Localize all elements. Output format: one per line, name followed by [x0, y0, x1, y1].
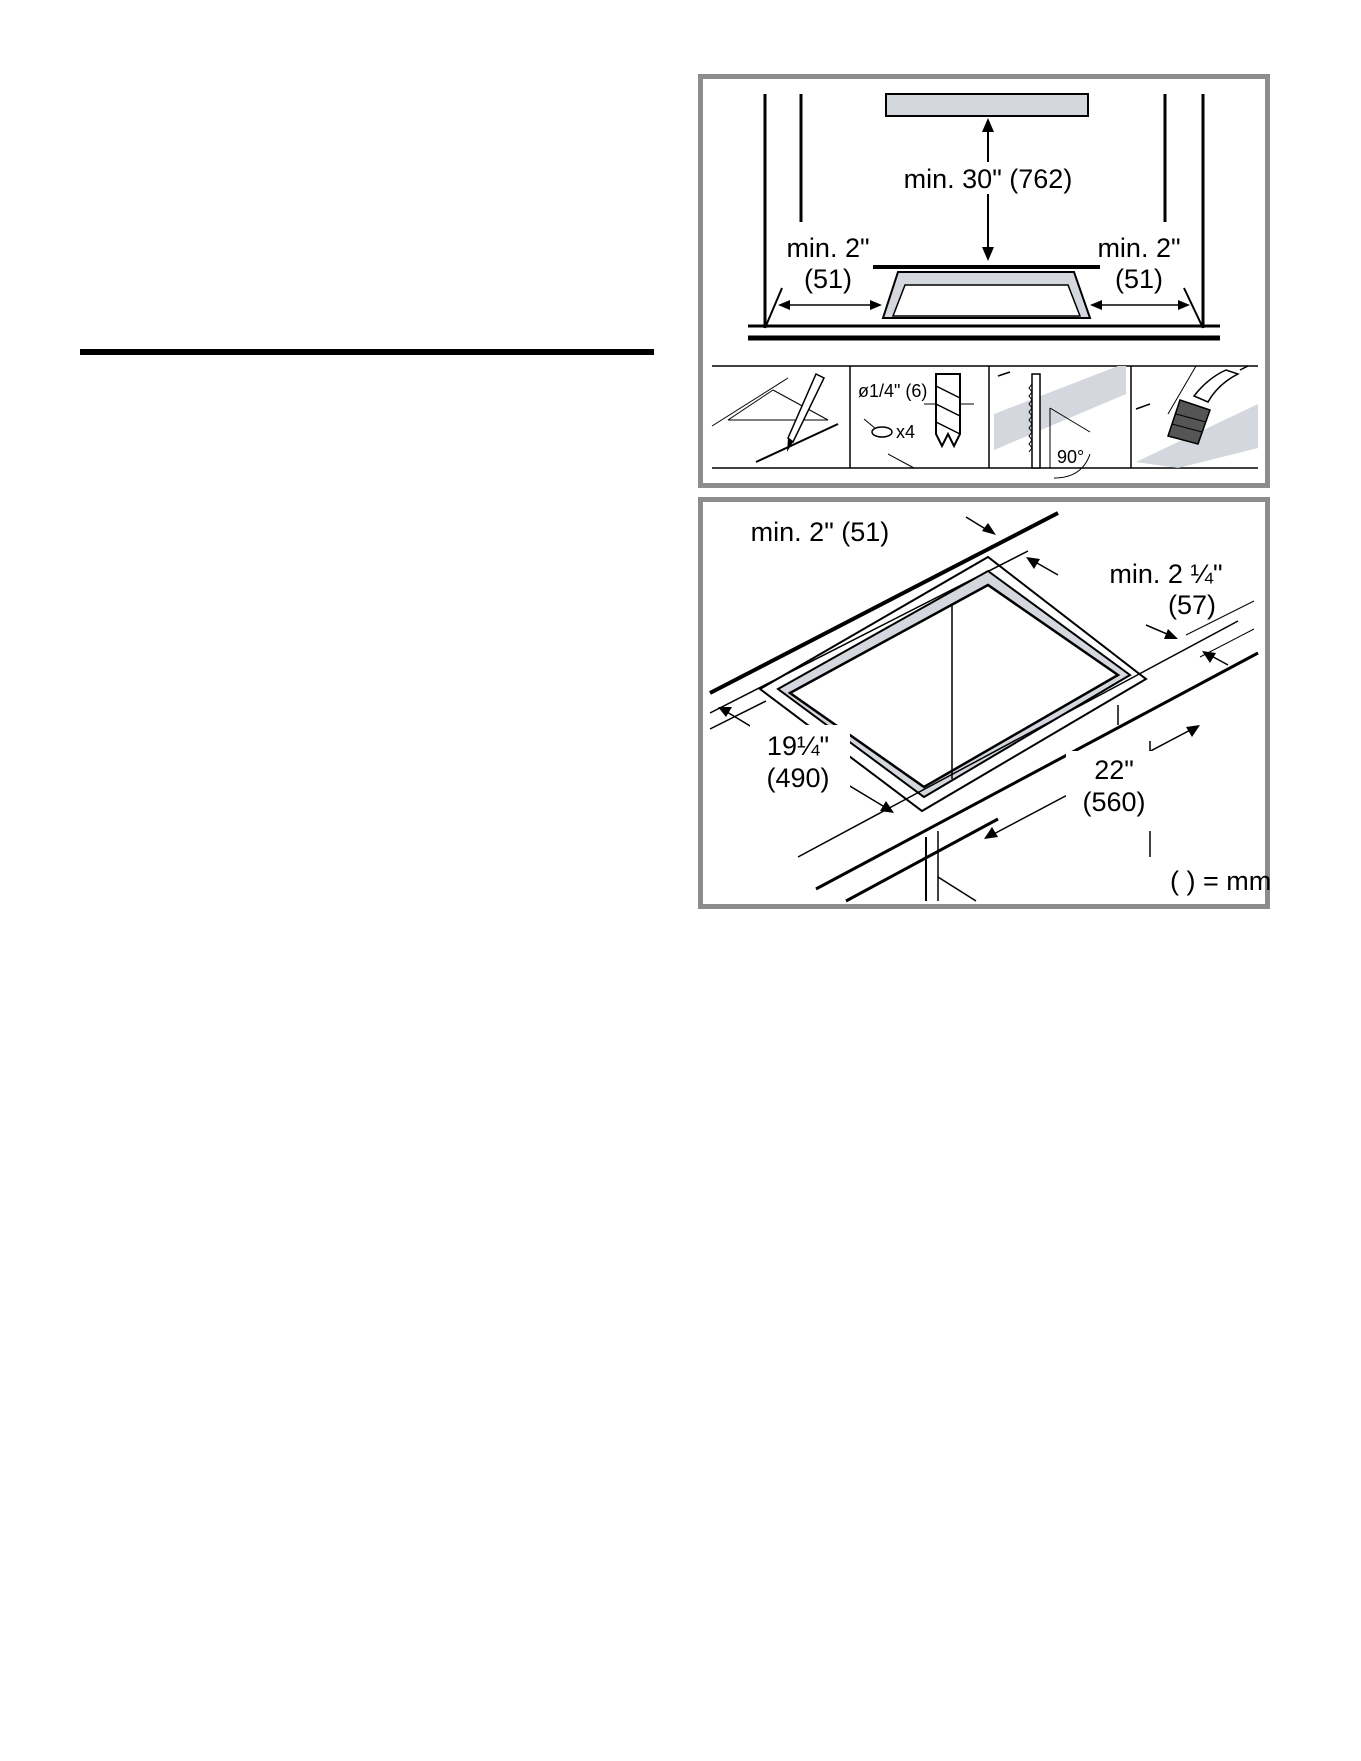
- left-clearance-label-1: min. 2": [786, 233, 869, 263]
- back-clearance-label: min. 2" (51): [751, 517, 890, 547]
- drill-count-label: x4: [896, 422, 915, 442]
- side-clearance-label-2: (57): [1168, 590, 1216, 620]
- side-clearance-label-1: min. 2 ¼": [1109, 559, 1222, 589]
- section-divider-rule: [80, 349, 654, 355]
- right-clearance-label-2: (51): [1115, 264, 1163, 294]
- cooktop-cutout: [893, 285, 1080, 316]
- depth-label-2: (490): [766, 763, 829, 793]
- angle-label: 90°: [1057, 447, 1084, 467]
- depth-label-1: 19¼": [767, 731, 829, 761]
- upper-clearance-label: min. 30" (762): [904, 164, 1073, 194]
- drill-size-label: ø1/4" (6): [858, 381, 927, 401]
- hood-shape: [886, 94, 1088, 116]
- right-clearance-label-1: min. 2": [1097, 233, 1180, 263]
- cutout-dimension-diagram: min. 2" (51) min. 2 ¼" (57) 19¼" (490) 2…: [698, 497, 1270, 909]
- clearance-diagram: min. 30" (762) min. 2" (51) min. 2" (51)…: [698, 74, 1270, 488]
- width-label-2: (560): [1082, 787, 1145, 817]
- width-label-1: 22": [1094, 755, 1134, 785]
- left-clearance-label-2: (51): [804, 264, 852, 294]
- unit-note: ( ) = mm: [1170, 866, 1270, 896]
